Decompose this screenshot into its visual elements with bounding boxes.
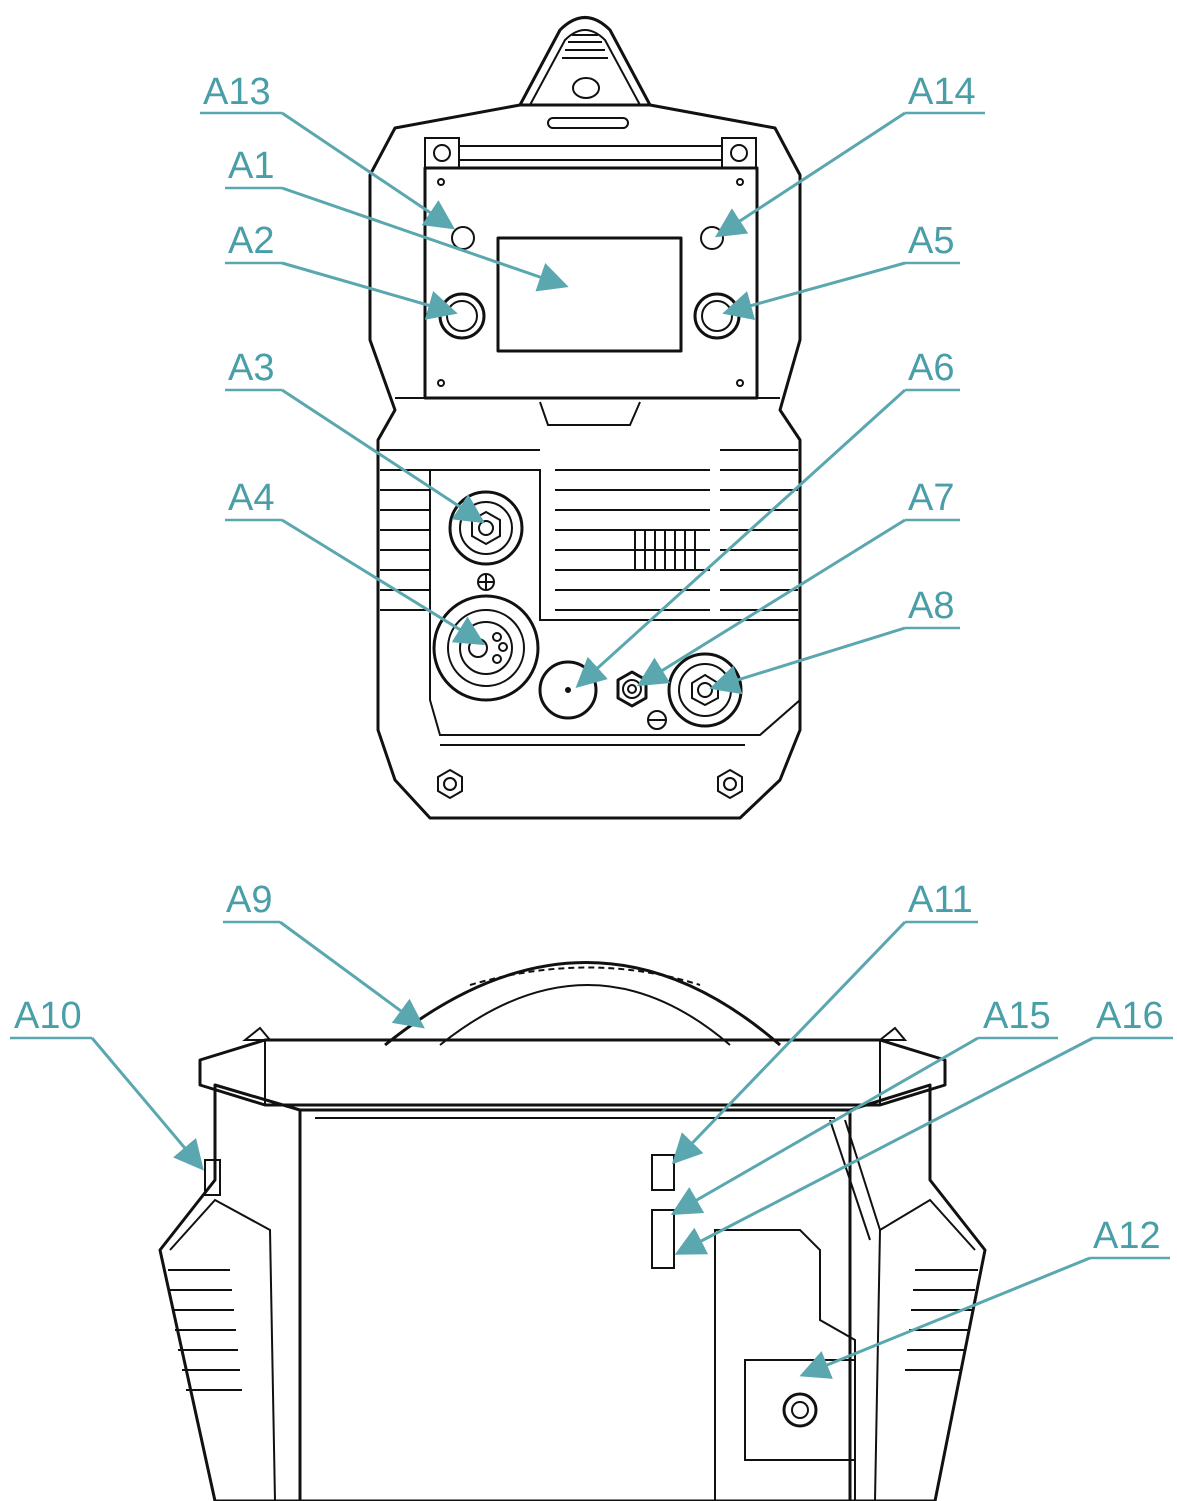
euro-connector-a4 — [432, 594, 540, 702]
indicator-right — [700, 226, 724, 250]
label-a11: A11 — [908, 879, 973, 921]
label-a14: A14 — [908, 71, 976, 113]
label-a9: A9 — [226, 879, 272, 921]
label-a2: A2 — [228, 220, 274, 262]
label-a6: A6 — [908, 347, 954, 389]
side-body — [298, 1108, 852, 1501]
label-a7: A7 — [908, 477, 954, 519]
slot-a11 — [651, 1154, 675, 1191]
side-view — [158, 961, 987, 1501]
indicator-left — [451, 226, 475, 250]
label-a4: A4 — [228, 477, 274, 519]
display-screen — [496, 236, 683, 353]
label-a1: A1 — [228, 145, 274, 187]
label-a13: A13 — [203, 71, 271, 113]
valve-a12 — [744, 1359, 856, 1461]
label-a16: A16 — [1096, 995, 1164, 1037]
slot-a15-a16 — [651, 1209, 675, 1269]
front-body — [368, 103, 802, 820]
side-handle — [384, 961, 781, 1047]
front-view — [368, 16, 802, 820]
gas-port-a6 — [538, 660, 598, 720]
callouts: A13 A1 A2 A3 A4 A14 A5 A6 A7 — [10, 71, 1173, 1379]
control-panel — [423, 166, 759, 400]
label-a3: A3 — [228, 347, 274, 389]
top-handle — [518, 16, 652, 106]
label-a5: A5 — [908, 220, 954, 262]
label-a15: A15 — [983, 995, 1051, 1037]
label-a8: A8 — [908, 585, 954, 627]
socket-a3 — [448, 490, 524, 566]
label-a12: A12 — [1093, 1215, 1161, 1257]
label-a10: A10 — [14, 995, 82, 1037]
